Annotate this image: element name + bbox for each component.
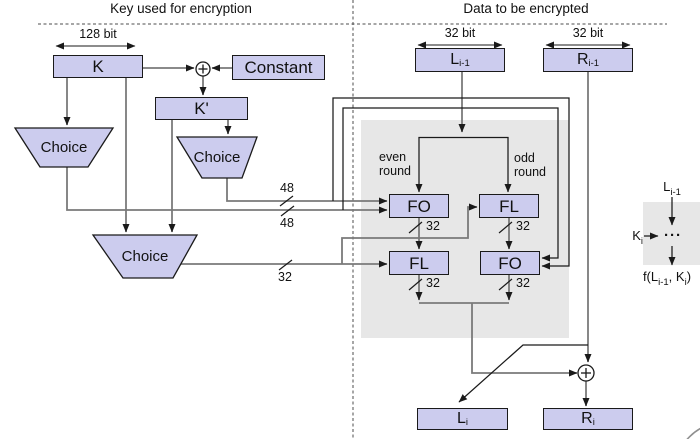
register-r-out-main: R bbox=[581, 410, 593, 427]
legend-key-label: Ki bbox=[615, 228, 643, 247]
fl1-box: FL bbox=[479, 194, 539, 218]
choice-trapezoids bbox=[13, 127, 258, 279]
legend-output-s2: i bbox=[684, 277, 687, 288]
odd-round-line1: odd bbox=[514, 151, 535, 165]
register-r-prev-main: R bbox=[576, 51, 589, 68]
legend-output-p3: ) bbox=[686, 269, 692, 284]
register-r-prev-sub: i-1 bbox=[588, 58, 600, 70]
label-32-fo1: 32 bbox=[426, 219, 440, 233]
register-l-out-main: L bbox=[456, 410, 466, 427]
legend-output-label: f(Li-1, Ki) bbox=[634, 269, 700, 288]
fl2-box: FL bbox=[389, 251, 449, 275]
label-32-key: 32 bbox=[278, 270, 292, 284]
label-32bit-right: 32 bit bbox=[572, 26, 604, 40]
bus-lines bbox=[63, 64, 592, 407]
legend-output-p1: f(L bbox=[642, 269, 659, 284]
legend-input-sub: i-1 bbox=[670, 187, 681, 198]
legend-input-label: Li-1 bbox=[652, 179, 692, 198]
key-box: K bbox=[53, 55, 143, 78]
label-32bit-left: 32 bit bbox=[444, 26, 476, 40]
fo2-box: FO bbox=[480, 251, 540, 275]
odd-round-line2: round bbox=[514, 165, 546, 180]
label-128bit: 128 bit bbox=[79, 27, 117, 41]
choice2-label: Choice bbox=[193, 149, 241, 166]
choice3-label: Choice bbox=[121, 248, 169, 265]
choice3-shape bbox=[91, 234, 199, 279]
title-data-section: Data to be encrypted bbox=[463, 1, 589, 16]
even-round-line1: even bbox=[379, 150, 407, 164]
label-even-round: even round bbox=[379, 150, 411, 179]
subkey-wrap-lines bbox=[332, 97, 676, 403]
label-32-fl2: 32 bbox=[426, 276, 440, 290]
constant-box: Constant bbox=[232, 55, 325, 80]
section-separators bbox=[38, 0, 667, 439]
register-r-out-sub: i bbox=[592, 417, 595, 429]
choice1-label: Choice bbox=[40, 139, 88, 156]
choice2-shape bbox=[175, 136, 258, 179]
legend-key-main: K bbox=[632, 228, 641, 243]
label-48-upper: 48 bbox=[280, 181, 294, 195]
legend-key-sub: i bbox=[640, 236, 643, 247]
label-48-lower: 48 bbox=[280, 216, 294, 230]
register-l-prev-sub: i-1 bbox=[459, 58, 470, 70]
register-l-out-sub: i bbox=[465, 417, 469, 429]
key-prime-box: K' bbox=[155, 97, 248, 120]
xor-key-icon bbox=[195, 61, 211, 77]
label-32-fl1: 32 bbox=[516, 219, 530, 233]
xor-data-icon bbox=[577, 364, 595, 382]
legend-output-s1: i-1 bbox=[658, 277, 669, 288]
bus-width-slashes bbox=[278, 195, 513, 291]
legend-ellipsis: ··· bbox=[664, 227, 682, 244]
register-l-prev-main: L bbox=[450, 51, 460, 68]
legend-output-p2: , K bbox=[668, 269, 685, 284]
round-function-region bbox=[361, 120, 569, 338]
label-odd-round: odd round bbox=[514, 151, 546, 180]
title-key-section: Key used for encryption bbox=[110, 1, 252, 16]
even-round-line2: round bbox=[379, 164, 411, 179]
corner-arc-decoration bbox=[686, 427, 700, 439]
bit-width-arrows bbox=[55, 41, 631, 50]
label-32-fo2: 32 bbox=[516, 276, 530, 290]
legend-input-main: L bbox=[663, 179, 671, 194]
fo1-box: FO bbox=[389, 194, 449, 218]
choice1-shape bbox=[13, 127, 115, 168]
